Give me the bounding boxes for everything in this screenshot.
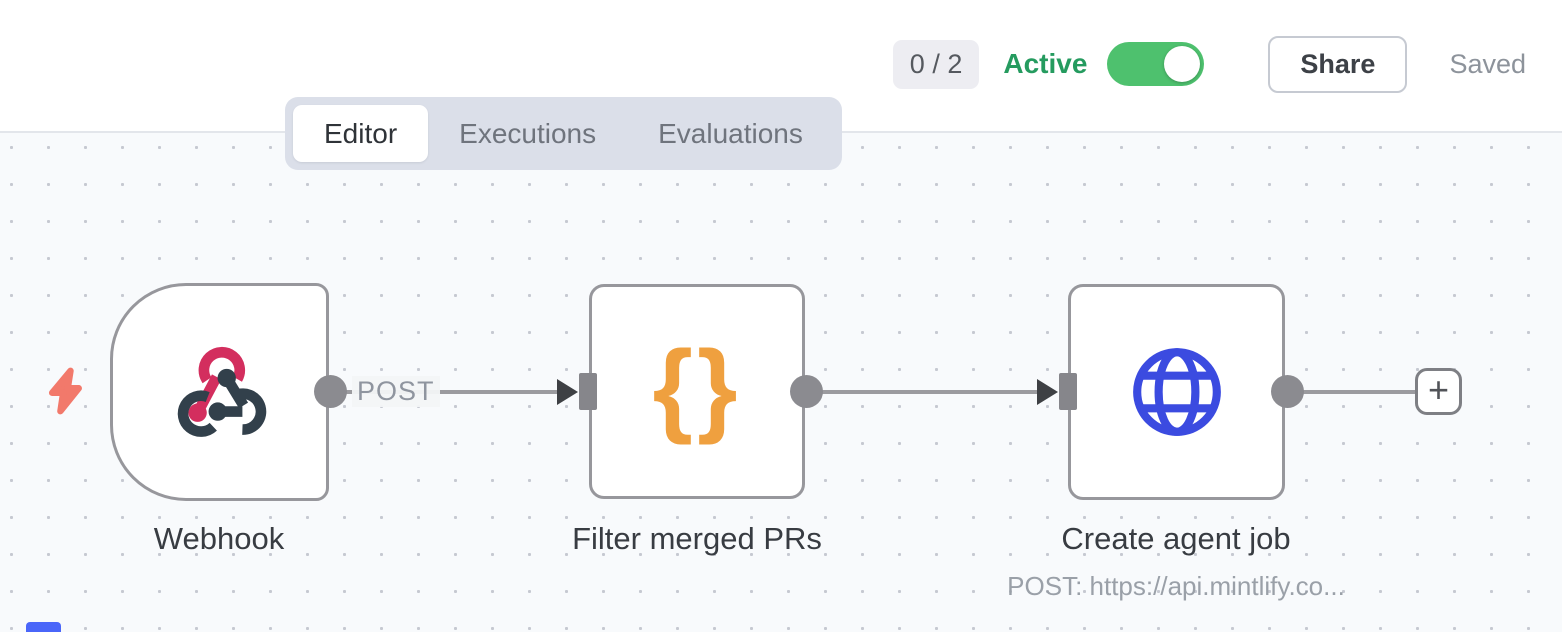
connection-arrowhead [557,379,578,405]
lightning-bolt-icon [48,367,82,415]
view-tabbar: Editor Executions Evaluations [285,97,842,170]
node-title-filter: Filter merged PRs [572,521,822,556]
webhook-icon [177,346,266,437]
http-input-endpoint[interactable] [1059,373,1077,410]
node-webhook[interactable] [110,283,329,501]
code-braces-icon: {} [652,329,742,446]
globe-icon [1132,348,1221,436]
tab-evaluations[interactable]: Evaluations [658,117,803,149]
node-title-webhook: Webhook [153,521,285,556]
node-subtitle-http: POST: https://api.mintlify.co... [1007,571,1345,601]
toggle-knob [1164,46,1201,82]
connection-filter-http[interactable] [820,390,1042,394]
canvas-control-peek[interactable] [26,622,61,632]
node-title-http: Create agent job [1061,521,1291,556]
connection-arrowhead [1037,379,1058,405]
tab-editor[interactable]: Editor [293,105,429,162]
active-label: Active [1003,48,1088,79]
filter-input-endpoint[interactable] [579,373,597,410]
connection-http-add[interactable] [1300,390,1418,394]
node-filter-merged-prs[interactable]: {} [589,284,805,499]
node-create-agent-job[interactable] [1068,284,1285,500]
connection-webhook-filter[interactable] [340,390,562,394]
webhook-output-label: POST [352,376,440,407]
plus-icon: + [1427,368,1450,410]
webhook-output-endpoint[interactable] [314,375,347,408]
execution-counter-badge: 0 / 2 [892,39,980,89]
http-output-endpoint[interactable] [1271,375,1304,408]
saved-status: Saved [1449,48,1526,79]
workflow-canvas[interactable]: {} POST + Webhook Filter me [0,133,1562,632]
share-button[interactable]: Share [1268,35,1408,93]
add-node-button[interactable]: + [1415,368,1462,415]
header-controls: 0 / 2 Active Share Saved [892,0,1526,128]
tab-executions[interactable]: Executions [459,117,597,149]
filter-output-endpoint[interactable] [790,375,823,408]
active-toggle[interactable] [1107,42,1205,86]
